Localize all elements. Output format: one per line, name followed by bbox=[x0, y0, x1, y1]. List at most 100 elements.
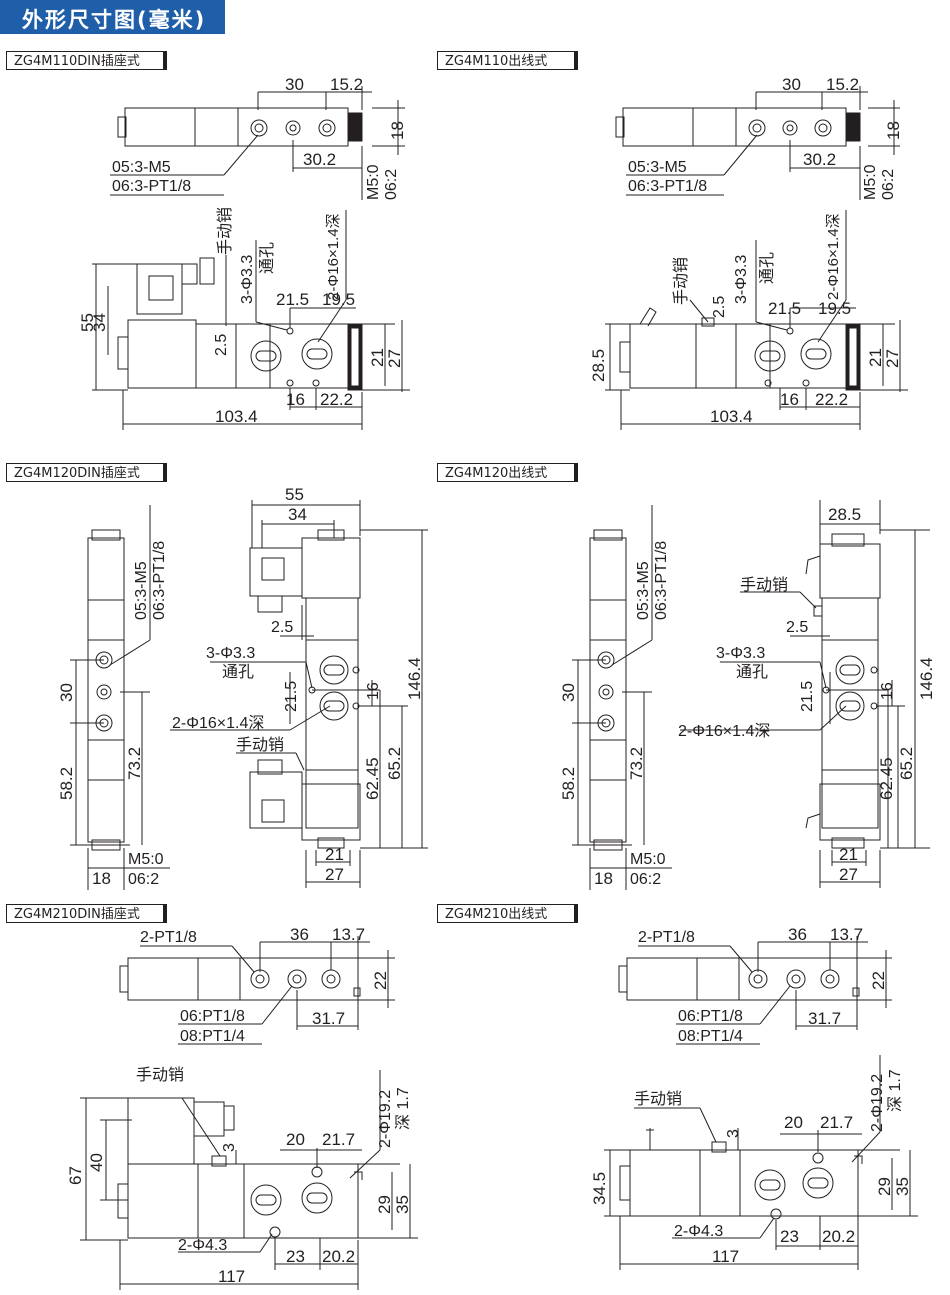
dim-20: 20 bbox=[286, 1130, 305, 1149]
dim-27-b: 27 bbox=[883, 349, 902, 368]
dim-21-5: 21.5 bbox=[276, 290, 309, 309]
dim-21: 21 bbox=[368, 348, 387, 367]
dim-21-5-v: 21.5 bbox=[283, 681, 300, 712]
label-m5-0: M5:0 bbox=[128, 851, 164, 868]
label-bore-v: 2-Φ16×1.4深 bbox=[172, 714, 264, 732]
label-hole3: 3-Φ3.3 bbox=[239, 255, 256, 304]
port-05: 05:3-M5 bbox=[112, 159, 171, 176]
label-hole3-vb: 3-Φ3.3 bbox=[716, 645, 765, 662]
port-05-v: 05:3-M5 bbox=[133, 561, 150, 620]
dim-19-5: 19.5 bbox=[322, 290, 355, 309]
port-06-v-b: 06:3-PT1/8 bbox=[653, 541, 670, 620]
dim-34-5: 34.5 bbox=[590, 1172, 609, 1205]
view-210-din-top bbox=[119, 936, 395, 1045]
dim-21-7: 21.7 bbox=[322, 1130, 355, 1149]
port-08-pt: 08:PT1/4 bbox=[180, 1028, 245, 1045]
page-title: 外形尺寸图(毫米) bbox=[22, 8, 207, 32]
dim-20-b: 20 bbox=[784, 1113, 803, 1132]
label-manual-210: 手动销 bbox=[136, 1066, 184, 1084]
model-label-210-wire: ZG4M210出线式 bbox=[437, 904, 578, 923]
dim-21-vb: 21 bbox=[839, 845, 858, 864]
dim-58-2: 58.2 bbox=[57, 767, 76, 800]
dim-22-2: 22.2 bbox=[320, 390, 353, 409]
dim-18-v: 18 bbox=[92, 869, 111, 888]
dim-28-5-v: 28.5 bbox=[828, 505, 861, 524]
view-120-wire-front bbox=[680, 500, 930, 888]
label-manual-vb: 手动销 bbox=[740, 576, 788, 594]
label-06-2-b: 06:2 bbox=[880, 169, 897, 200]
label-manual-210-b: 手动销 bbox=[634, 1090, 682, 1108]
dim-15-2: 15.2 bbox=[330, 75, 363, 94]
dim-103-4-b: 103.4 bbox=[710, 407, 753, 426]
view-120-din-side bbox=[70, 505, 170, 890]
model-label-120-din: ZG4M120DIN插座式 bbox=[6, 463, 167, 482]
label-06-2-v: 06:2 bbox=[128, 871, 159, 888]
dim-2-5-vb: 2.5 bbox=[786, 619, 808, 636]
label-hole4-b: 2-Φ4.3 bbox=[674, 1223, 723, 1240]
dim-13-7-b: 13.7 bbox=[830, 925, 863, 944]
dim-30: 30 bbox=[285, 75, 304, 94]
dim-31-7: 31.7 bbox=[312, 1009, 345, 1028]
dim-29: 29 bbox=[375, 1195, 394, 1214]
label-hole4: 2-Φ4.3 bbox=[178, 1237, 227, 1254]
label-m5: M5:0 bbox=[365, 164, 382, 200]
dim-27: 27 bbox=[385, 349, 404, 368]
dim-65-2-b: 65.2 bbox=[897, 747, 916, 780]
label-hole3-b: 3-Φ3.3 bbox=[733, 255, 750, 304]
dim-34: 34 bbox=[90, 313, 109, 332]
view-210-wire-front bbox=[604, 1055, 918, 1270]
label-manual-v: 手动销 bbox=[236, 736, 284, 754]
label-06-2: 06:2 bbox=[383, 169, 400, 200]
dim-34-v: 34 bbox=[288, 505, 307, 524]
label-bore19: 2-Φ19.2 bbox=[377, 1090, 394, 1148]
label-bore-b: 2-Φ16×1.4深 bbox=[825, 213, 842, 300]
view-110-din-top bbox=[110, 86, 405, 200]
dim-16-vb: 16 bbox=[879, 682, 896, 700]
dim-16-v: 16 bbox=[365, 682, 382, 700]
dim-18-v-b: 18 bbox=[594, 869, 613, 888]
view-120-din-front bbox=[170, 500, 428, 888]
view-110-wire-front bbox=[605, 210, 908, 430]
dim-73-2-b: 73.2 bbox=[627, 747, 646, 780]
view-210-wire-top bbox=[618, 936, 892, 1045]
dim-62-45-b: 62.45 bbox=[877, 757, 896, 800]
dim-117-b: 117 bbox=[712, 1247, 739, 1266]
port-06-pt-b: 06:PT1/8 bbox=[678, 1008, 743, 1025]
dim-103-4: 103.4 bbox=[215, 407, 258, 426]
label-through-b: 通孔 bbox=[758, 252, 776, 284]
dim-36-b: 36 bbox=[788, 925, 807, 944]
dim-27-vb: 27 bbox=[839, 865, 858, 884]
view-210-din-front bbox=[80, 1070, 418, 1290]
port-pt2-b: 2-PT1/8 bbox=[638, 929, 695, 946]
port-pt2: 2-PT1/8 bbox=[140, 929, 197, 946]
dim-21-v: 21 bbox=[325, 845, 344, 864]
dim-55-v: 55 bbox=[285, 485, 304, 504]
dim-20-2: 20.2 bbox=[322, 1247, 355, 1266]
dim-30-v: 30 bbox=[57, 683, 76, 702]
dim-18: 18 bbox=[388, 121, 407, 140]
label-deep17: 深 1.7 bbox=[394, 1087, 412, 1130]
dim-36: 36 bbox=[290, 925, 309, 944]
port-06: 06:3-PT1/8 bbox=[112, 178, 191, 195]
label-bore19-b: 2-Φ19.2 bbox=[869, 1074, 886, 1132]
dim-58-2-b: 58.2 bbox=[559, 767, 578, 800]
label-bore-vb: 2-Φ16×1.4深 bbox=[678, 722, 770, 740]
port-06-b: 06:3-PT1/8 bbox=[628, 178, 707, 195]
view-110-wire-top bbox=[615, 86, 900, 200]
model-label-110-wire: ZG4M110出线式 bbox=[437, 51, 578, 70]
dim-3-b: 3 bbox=[725, 1129, 742, 1138]
dim-22-2-b: 22.2 bbox=[815, 390, 848, 409]
dim-21-7-b: 21.7 bbox=[820, 1113, 853, 1132]
model-label-120-wire: ZG4M120出线式 bbox=[437, 463, 578, 482]
dim-35-b: 35 bbox=[893, 1177, 912, 1196]
dim-40: 40 bbox=[87, 1153, 106, 1172]
port-05-b: 05:3-M5 bbox=[628, 159, 687, 176]
dim-146-4-b: 146.4 bbox=[917, 657, 936, 700]
dim-21-b: 21 bbox=[866, 348, 885, 367]
label-manual: 手动销 bbox=[216, 207, 234, 255]
dim-22-b: 22 bbox=[869, 971, 888, 990]
label-06-2-v-b: 06:2 bbox=[630, 871, 661, 888]
dim-23: 23 bbox=[286, 1247, 305, 1266]
port-06-v: 06:3-PT1/8 bbox=[151, 541, 168, 620]
